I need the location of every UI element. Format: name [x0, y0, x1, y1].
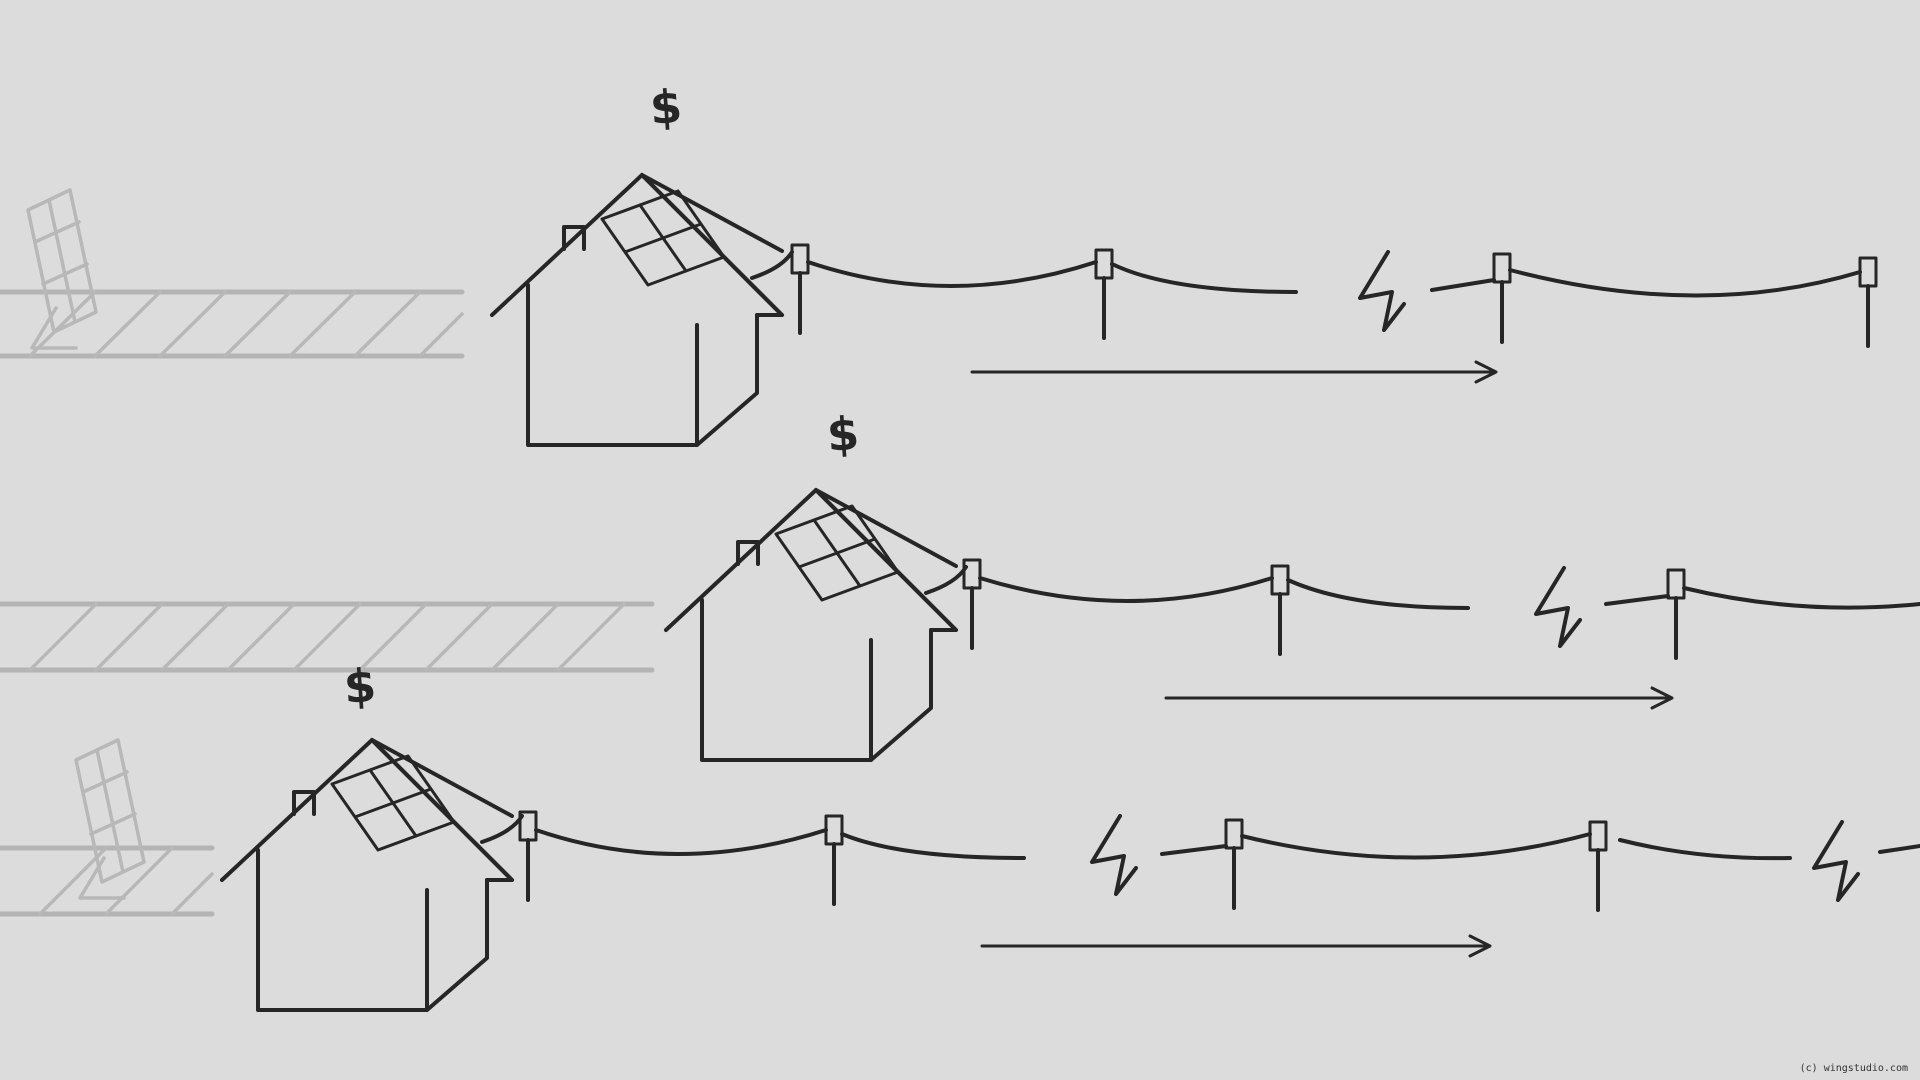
utility-pole-icon — [1588, 820, 1608, 912]
lightning-bolt-icon — [1090, 814, 1138, 896]
power-line-row-1 — [790, 243, 1878, 348]
row-2 — [0, 488, 1920, 762]
utility-pole-icon — [1666, 568, 1686, 660]
house-cable — [480, 814, 524, 844]
lightning-bolt-icon — [1812, 820, 1860, 902]
arrow-right-icon — [1164, 686, 1674, 710]
house-icon — [220, 738, 514, 1012]
solar-farm-row-1 — [0, 188, 465, 359]
arrow-right-icon — [980, 934, 1492, 958]
utility-pole-icon — [1858, 256, 1878, 348]
utility-pole-icon — [962, 558, 982, 650]
utility-pole-icon — [1224, 818, 1244, 910]
row-3 — [0, 738, 1920, 1012]
utility-pole-icon — [1270, 564, 1290, 656]
power-line-row-3 — [518, 810, 1920, 912]
utility-pole-icon — [824, 814, 844, 906]
copyright-notice: (c) wingstudio.com — [1799, 1063, 1908, 1074]
row-1 — [0, 173, 1878, 447]
utility-pole-icon — [790, 243, 810, 335]
arrow-right-icon — [970, 360, 1498, 384]
dollar-sign-icon: $ — [825, 405, 861, 463]
house-icon — [490, 173, 784, 447]
house-icon — [664, 488, 958, 762]
lightning-bolt-icon — [1534, 566, 1582, 648]
lightning-bolt-icon — [1358, 250, 1406, 332]
utility-pole-icon — [1492, 252, 1512, 344]
solar-farm-row-2 — [0, 601, 655, 673]
power-line-row-2 — [962, 558, 1920, 660]
house-cable — [750, 250, 794, 280]
utility-pole-icon — [518, 810, 538, 902]
solar-farm-row-3 — [0, 738, 215, 917]
utility-pole-icon — [1094, 248, 1114, 340]
dollar-sign-icon: $ — [648, 78, 684, 136]
dollar-sign-icon: $ — [342, 657, 378, 715]
house-cable — [924, 565, 968, 595]
solar-panel-icon — [74, 738, 146, 900]
